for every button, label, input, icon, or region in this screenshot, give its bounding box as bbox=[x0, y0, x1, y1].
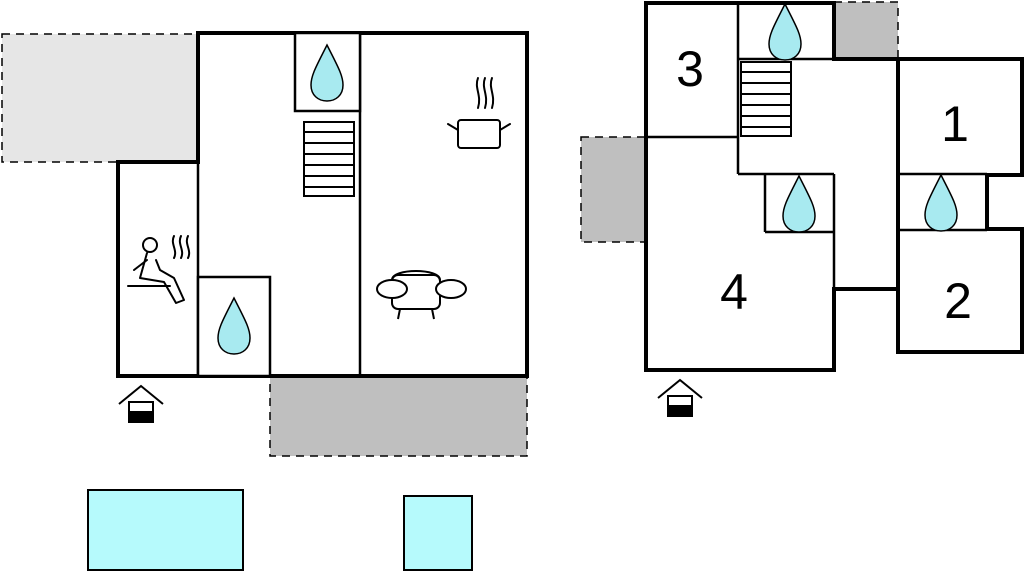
terrace-left bbox=[1, 33, 199, 163]
balcony-left bbox=[580, 136, 647, 243]
entrance-icon bbox=[118, 385, 164, 423]
stairs-icon bbox=[740, 61, 792, 137]
room-label-4: 4 bbox=[720, 264, 748, 320]
stairs-icon bbox=[303, 121, 355, 197]
sofa-icon bbox=[376, 270, 467, 320]
whirlpool bbox=[403, 495, 473, 571]
upper-floor: 1 2 3 4 bbox=[580, 1, 1024, 417]
room-label-3: 3 bbox=[676, 41, 704, 97]
bathroom-bottom bbox=[196, 275, 272, 378]
room-label-2: 2 bbox=[944, 273, 972, 329]
sauna-icon bbox=[127, 235, 191, 304]
swimming-pool bbox=[87, 489, 244, 571]
balcony-top bbox=[833, 1, 899, 59]
cooking-pot-icon bbox=[447, 77, 511, 149]
entrance-icon bbox=[657, 379, 703, 417]
terrace-bottom bbox=[269, 375, 528, 457]
room-label-1: 1 bbox=[941, 96, 969, 152]
ground-floor bbox=[1, 31, 529, 571]
